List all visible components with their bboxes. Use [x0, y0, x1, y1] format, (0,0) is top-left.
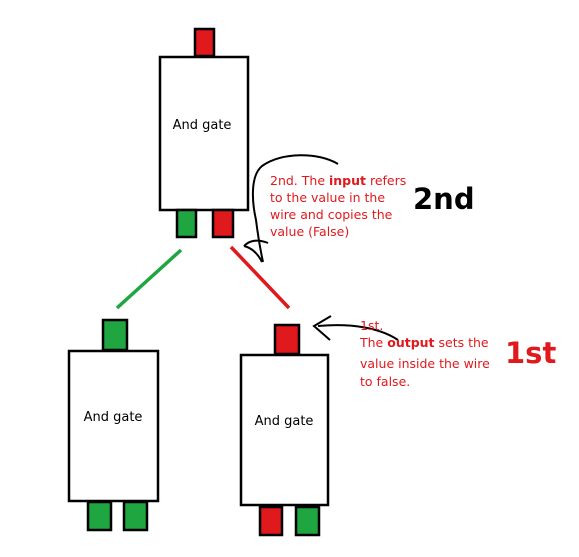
gate-bottom-right-input-pin-left [258, 505, 284, 537]
arrow-1st-shaft [317, 324, 399, 341]
gate-top: And gate [158, 27, 250, 239]
annotation-2nd-line-4: value (False) [270, 224, 349, 239]
gate-bottom-right-input-pin-right [294, 505, 321, 537]
gate-bottom-right-body [239, 353, 330, 507]
gate-bottom-left-input-pin-left [86, 500, 113, 532]
gate-bottom-left-body [67, 349, 160, 503]
wire-red [229, 245, 291, 310]
curved-arrow-2nd-head [243, 239, 269, 263]
annotation-1st-line-2: value inside the wire [360, 356, 490, 371]
annotation-1st-line-1: The output sets the [359, 335, 489, 350]
gate-bottom-left: And gate [67, 318, 160, 532]
gate-top-body [158, 55, 250, 212]
annotation-1st: 1st. The output sets the value inside th… [359, 318, 490, 389]
gate-bottom-right-output-pin [273, 323, 301, 356]
annotation-2nd-line-3: wire and copies the [270, 207, 393, 222]
gate-bottom-left-label: And gate [84, 410, 143, 425]
gate-bottom-left-output-pin [101, 318, 129, 352]
big-label-1st: 1st [505, 336, 556, 370]
arrow-1st-head [312, 315, 332, 341]
annotation-2nd-line-1: 2nd. The input refers [270, 173, 406, 188]
gate-bottom-right-label: And gate [255, 414, 314, 429]
wire-green [115, 248, 183, 310]
gate-bottom-right: And gate [239, 323, 330, 537]
big-label-2nd: 2nd [413, 182, 475, 216]
gate-bottom-left-input-pin-right [122, 500, 149, 532]
annotation-1st-line-3: to false. [360, 374, 410, 389]
gate-top-input-pin-left [175, 208, 198, 239]
gate-top-output-pin [193, 27, 216, 58]
annotation-2nd: 2nd. The input refers to the value in th… [270, 173, 406, 239]
gate-top-label: And gate [173, 118, 232, 133]
gate-top-input-pin-right [211, 208, 235, 239]
annotation-2nd-line-2: to the value in the [270, 190, 385, 205]
annotation-1st-step: 1st. [360, 318, 383, 333]
